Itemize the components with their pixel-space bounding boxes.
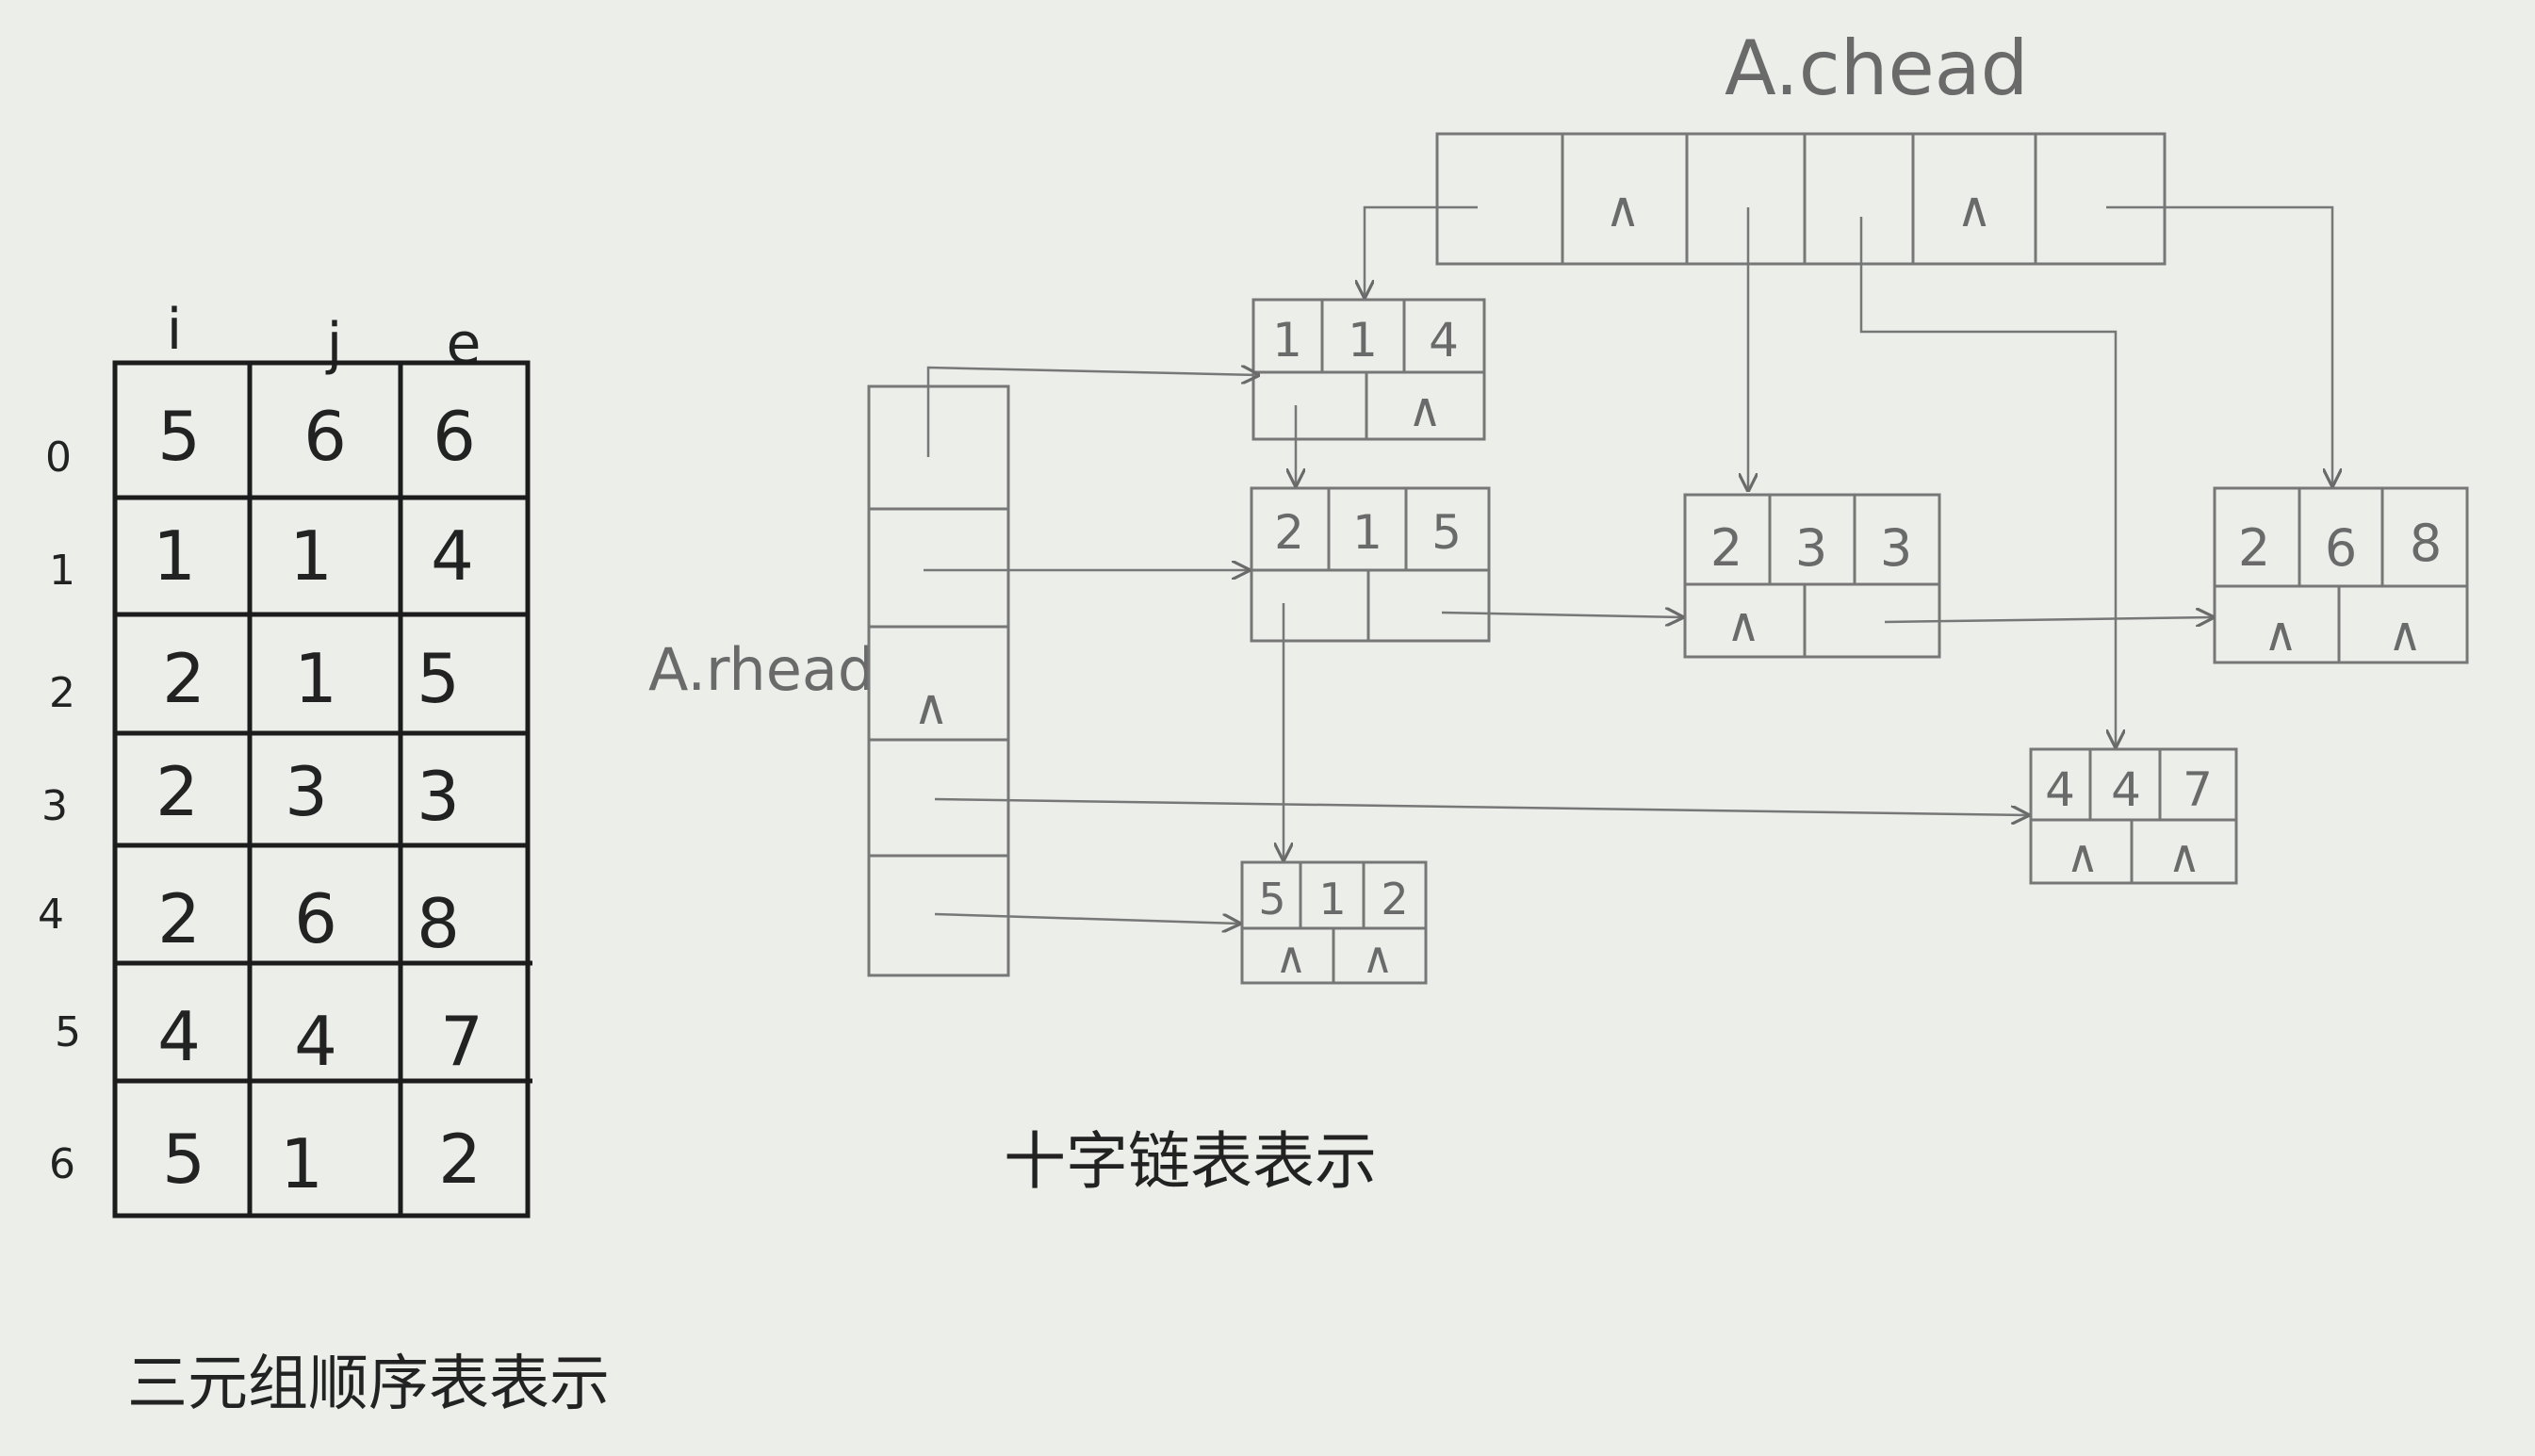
node-2-6-8: 2 6 8 ∧ ∧ — [2213, 486, 2469, 664]
node-1-1-4: 1 1 4 ∧ — [1251, 298, 1486, 441]
node-field-e: 2 — [1381, 874, 1408, 924]
null-symbol: ∧ — [2264, 607, 2298, 662]
node-4-4-7: 4 4 7 ∧ ∧ — [2029, 747, 2238, 885]
null-symbol: ∧ — [913, 679, 949, 736]
arrow-chead-col4 — [1859, 217, 2116, 746]
row-index: 3 — [41, 782, 68, 830]
null-symbol: ∧ — [2388, 607, 2423, 662]
table-cell: 2 — [162, 639, 205, 718]
node-field-i: 1 — [1272, 313, 1302, 368]
header-e: e — [447, 311, 482, 377]
table-cell: 6 — [433, 397, 476, 476]
row-index: 4 — [38, 891, 64, 939]
row-index: 5 — [55, 1008, 81, 1056]
chead-label: A.chead — [1725, 25, 2028, 112]
table-cell: 5 — [417, 639, 460, 718]
table-cell: 2 — [157, 879, 201, 958]
null-symbol: ∧ — [1408, 383, 1443, 437]
table-cell: 1 — [289, 516, 333, 596]
triplet-table: i j e 0 1 2 3 4 5 6 5 6 6 — [38, 297, 610, 1419]
header-i: i — [167, 297, 183, 363]
triplet-caption: 三元组顺序表表示 — [127, 1350, 610, 1419]
node-field-j: 3 — [1795, 518, 1827, 578]
table-cell: 7 — [440, 1002, 483, 1081]
arrow-chead-col1 — [1365, 205, 1478, 297]
node-field-j: 4 — [2111, 762, 2141, 817]
rhead-array — [867, 384, 1010, 977]
arrow-rhead-row5 — [934, 912, 1239, 924]
row-index: 0 — [45, 434, 72, 482]
rhead-label: A.rhead — [648, 635, 875, 704]
header-j: j — [325, 311, 343, 377]
table-cell: 4 — [294, 1002, 337, 1081]
cross-list: A.chead ∧ ∧ A.rhead ∧ — [648, 25, 2469, 1198]
table-cell: 1 — [294, 639, 337, 718]
null-symbol: ∧ — [1275, 932, 1307, 983]
node-field-i: 2 — [2238, 518, 2270, 578]
null-symbol: ∧ — [1726, 597, 1761, 652]
null-symbol: ∧ — [1362, 932, 1394, 983]
arrow-rhead-row4 — [934, 797, 2028, 815]
table-cell: 3 — [285, 752, 328, 831]
row-index: 2 — [49, 669, 75, 717]
table-cell: 4 — [431, 516, 474, 596]
arrow-right-3-8 — [1884, 617, 2213, 622]
node-field-i: 2 — [1274, 505, 1304, 560]
node-field-e: 8 — [2410, 514, 2442, 573]
node-field-i: 5 — [1258, 874, 1285, 924]
node-field-e: 3 — [1880, 518, 1912, 578]
node-2-3-3: 2 3 3 ∧ — [1683, 493, 1941, 659]
arrow-rhead-row1 — [926, 368, 1258, 457]
node-field-j: 1 — [1318, 874, 1346, 924]
triplet-grid — [112, 360, 532, 1219]
node-5-1-2: 5 1 2 ∧ ∧ — [1240, 860, 1428, 985]
node-field-e: 7 — [2183, 762, 2213, 817]
table-cell: 6 — [303, 397, 347, 476]
arrow-chead-col6 — [2106, 205, 2332, 485]
node-field-j: 1 — [1352, 505, 1382, 560]
cross-list-caption: 十字链表表示 — [1004, 1125, 1377, 1198]
table-cell: 6 — [294, 879, 337, 958]
null-symbol: ∧ — [2066, 830, 2099, 883]
null-symbol: ∧ — [1956, 182, 1992, 238]
triplet-cells: 5 6 6 1 1 4 2 1 5 2 3 3 2 6 8 4 4 7 5 1 … — [153, 397, 483, 1203]
table-cell: 4 — [157, 997, 201, 1076]
table-cell: 5 — [162, 1120, 205, 1199]
table-cell: 2 — [155, 752, 199, 831]
node-field-j: 1 — [1348, 313, 1378, 368]
node-field-j: 6 — [2325, 518, 2357, 578]
table-cell: 1 — [280, 1124, 323, 1203]
row-index: 1 — [49, 547, 75, 595]
table-cell: 1 — [153, 516, 196, 596]
row-index-column: 0 1 2 3 4 5 6 — [38, 434, 81, 1188]
table-cell: 3 — [417, 757, 460, 836]
row-index: 6 — [49, 1140, 75, 1188]
node-field-i: 2 — [1710, 518, 1742, 578]
null-symbol: ∧ — [1605, 182, 1641, 238]
node-field-e: 5 — [1431, 505, 1462, 560]
chead-array — [1435, 132, 2167, 266]
table-cell: 2 — [438, 1120, 482, 1199]
table-cell: 8 — [417, 884, 460, 963]
node-field-i: 4 — [2045, 762, 2075, 817]
arrow-right-5-3 — [1441, 613, 1682, 617]
null-symbol: ∧ — [2167, 830, 2200, 883]
pointer-arrows — [924, 205, 2332, 924]
table-cell: 5 — [157, 397, 201, 476]
node-2-1-5: 2 1 5 — [1250, 486, 1491, 643]
node-field-e: 4 — [1429, 313, 1459, 368]
